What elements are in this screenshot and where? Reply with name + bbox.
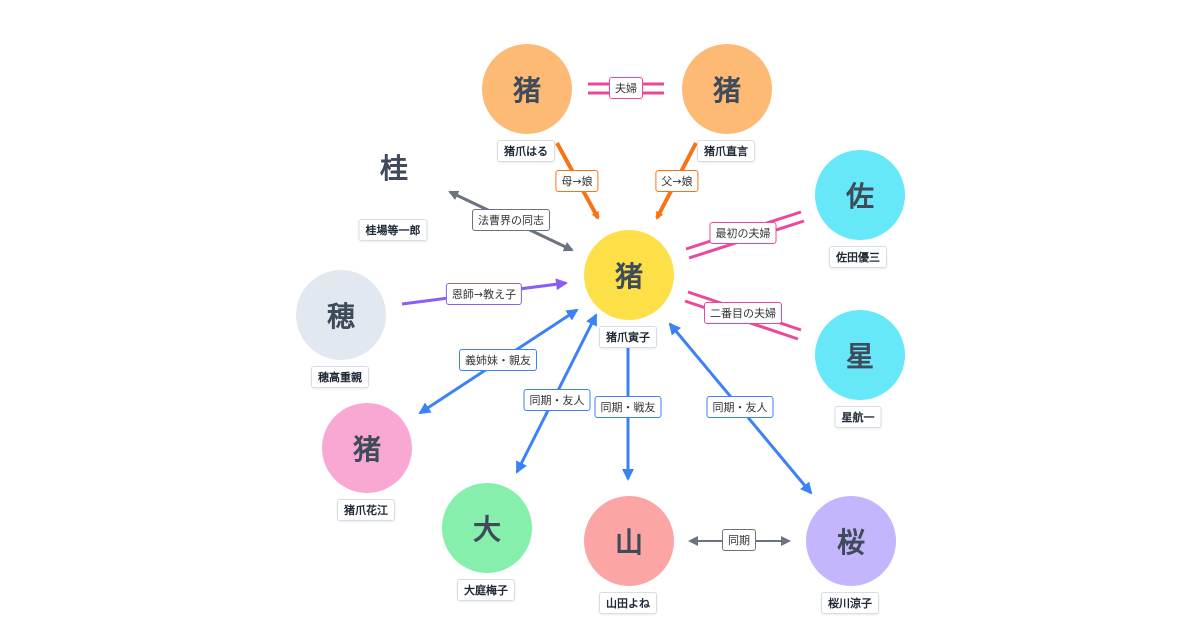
node-char: 猪: [352, 433, 381, 466]
node-hoshi-koichi[interactable]: 星: [815, 310, 905, 400]
name-label-hodaka: 穂高重親: [311, 366, 369, 388]
edge-label-haha: 母→娘: [555, 170, 599, 192]
node-char: 穂: [326, 300, 355, 333]
edge-label-fuufu: 夫婦: [609, 77, 643, 99]
edge-label-douki: 同期: [722, 529, 756, 551]
edge-label-douki-oba: 同期・友人: [523, 389, 591, 411]
node-char: 山: [614, 526, 643, 559]
node-char: 大: [472, 513, 501, 546]
name-label-inotsume-haru: 猪爪はる: [497, 140, 555, 162]
edge-label-nibanme: 二番目の夫婦: [704, 302, 782, 324]
edge-label-gishimai: 義姉妹・親友: [459, 349, 537, 371]
node-char: 猪: [614, 260, 643, 293]
edge-label-hosokai: 法曹界の同志: [472, 209, 550, 231]
node-inotsume-haru[interactable]: 猪: [482, 44, 572, 134]
node-char: 猪: [712, 74, 741, 107]
edge-label-chichi: 父→娘: [655, 170, 699, 192]
name-label-inotsume-naokoto: 猪爪直言: [697, 140, 755, 162]
name-label-sata-yuzo: 佐田優三: [829, 246, 887, 268]
node-inotsume-hanae[interactable]: 猪: [322, 403, 412, 493]
node-char: 桜: [836, 526, 865, 559]
node-oba-umeko[interactable]: 大: [442, 483, 532, 573]
name-label-yamada-yone: 山田よね: [599, 592, 657, 614]
node-char: 猪: [512, 74, 541, 107]
name-label-katsuraba: 桂場等一郎: [358, 219, 428, 241]
name-label-oba-umeko: 大庭梅子: [457, 579, 515, 601]
node-inotsume-torako[interactable]: 猪: [584, 230, 674, 320]
node-yamada-yone[interactable]: 山: [584, 496, 674, 586]
node-sata-yuzo[interactable]: 佐: [815, 150, 905, 240]
node-sakurakawa-ryoko[interactable]: 桜: [806, 496, 896, 586]
node-hodaka-shigechika[interactable]: 穂: [296, 270, 386, 360]
edge-label-saisho: 最初の夫婦: [709, 222, 777, 244]
name-label-sakurakawa: 桜川涼子: [821, 592, 879, 614]
node-char: 佐: [845, 180, 874, 213]
name-label-inotsume-hanae: 猪爪花江: [337, 499, 395, 521]
node-char: 桂: [379, 152, 408, 185]
edge-label-douki-yamada: 同期・戦友: [594, 396, 662, 418]
edge-label-douki-sakura: 同期・友人: [706, 396, 774, 418]
name-label-hoshi-koichi: 星航一: [834, 406, 882, 428]
name-label-inotsume-torako: 猪爪寅子: [599, 326, 657, 348]
node-char: 星: [845, 340, 874, 373]
node-inotsume-naokoto[interactable]: 猪: [682, 44, 772, 134]
node-katsuraba[interactable]: 桂: [349, 122, 439, 212]
edge-label-onshi: 恩師→教え子: [445, 283, 523, 305]
